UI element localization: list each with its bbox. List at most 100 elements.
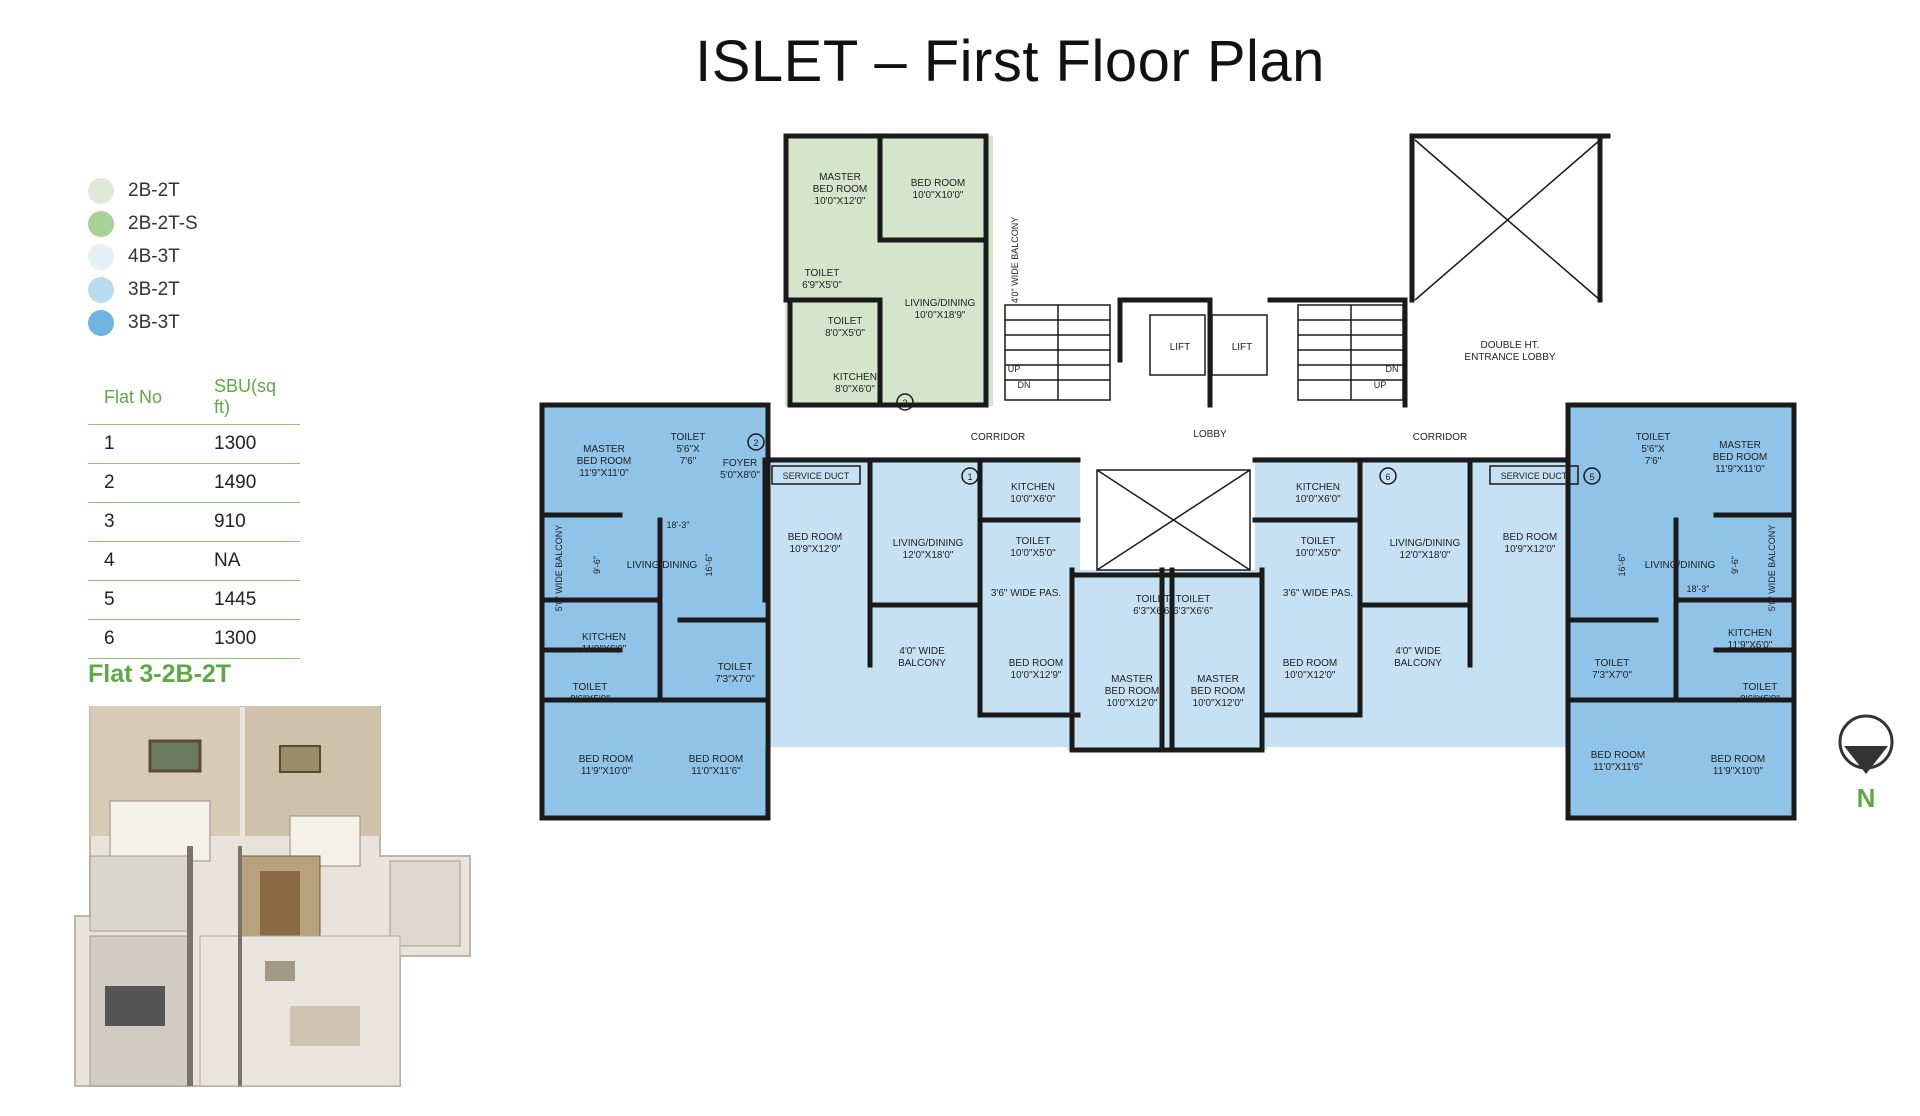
flat-no-cell: 4	[88, 541, 198, 581]
room-label: BED ROOM	[813, 184, 867, 195]
flat-number: 3	[902, 398, 907, 408]
legend-item: 3B-3T	[88, 306, 198, 339]
room-label: 11'9"X10'0"	[581, 766, 632, 777]
entrance-lobby-label-line1: DOUBLE HT.	[1481, 340, 1540, 351]
room-label: BED ROOM	[1711, 754, 1765, 765]
sbu-cell: 1300	[198, 619, 300, 659]
flat-no-cell: 2	[88, 463, 198, 503]
flat-2: 2 MASTER BED ROOM 11'9"X11'0" TOILET 5'6…	[554, 432, 765, 777]
room-label: 10'0"X18'9"	[915, 310, 966, 321]
service-duct-right-label: SERVICE DUCT	[1501, 471, 1568, 481]
flat-number: 1	[967, 472, 972, 482]
room-label: 8'6"X5'0"	[1740, 694, 1780, 705]
lift-1-shaft	[1149, 314, 1206, 376]
room-label: 4'0" WIDE BALCONY	[1010, 217, 1020, 303]
flat-number-badge	[896, 393, 914, 411]
room-label: 7'6"	[680, 456, 697, 467]
lift-1-label: LIFT	[1170, 342, 1191, 353]
legend-swatch-icon	[88, 309, 114, 336]
room-label: TOILET	[671, 432, 706, 443]
corridor-left-label: CORRIDOR	[971, 432, 1025, 443]
room-label: 10'0"X12'0"	[815, 196, 866, 207]
dimension-label: 16'-6"	[704, 554, 714, 577]
flat-number: 6	[1385, 472, 1390, 482]
room-label: MASTER	[583, 444, 625, 455]
service-duct-left	[771, 465, 861, 485]
walls	[539, 133, 1797, 821]
sbu-cell: 910	[198, 502, 300, 542]
corridor-right-label: CORRIDOR	[1413, 432, 1467, 443]
room-label: KITCHEN	[1296, 482, 1340, 493]
room-label: BALCONY	[1394, 658, 1442, 669]
dimension-label: 9'-6"	[1730, 556, 1740, 574]
flat-number-badge	[1379, 467, 1397, 485]
room-label: TOILET	[1595, 658, 1630, 669]
flat-number: 5	[1589, 472, 1594, 482]
room-label: MASTER	[1197, 674, 1239, 685]
service-duct-left-label: SERVICE DUCT	[783, 471, 850, 481]
room-label: 10'0"X12'0"	[1285, 670, 1336, 681]
room-label: MASTER	[1111, 674, 1153, 685]
room-label: 10'0"X12'9"	[1011, 670, 1062, 681]
table-header-row: Flat No SBU(sq ft)	[88, 372, 300, 425]
room-label: 5'6"X	[1641, 444, 1665, 455]
room-label: LIVING/DINING	[905, 298, 976, 309]
room-label: 10'0"X6'0"	[1295, 494, 1341, 505]
page-title: ISLET – First Floor Plan	[695, 29, 1325, 94]
room-label: BED ROOM	[1009, 658, 1063, 669]
room-label: BED ROOM	[1105, 686, 1159, 697]
room-label: 10'0"X5'0"	[1295, 548, 1341, 559]
room-label: 11'0"X11'6"	[691, 766, 741, 777]
legend-label: 2B-2T	[128, 179, 180, 201]
room-label: 11'9"X11'0"	[579, 468, 629, 479]
room-label: MASTER	[819, 172, 861, 183]
room-label: TOILET	[1176, 594, 1211, 605]
legend-label: 3B-2T	[128, 278, 180, 300]
flat-no-cell: 5	[88, 580, 198, 620]
sbu-cell: 1445	[198, 580, 300, 620]
room-label: 5'6"X	[676, 444, 700, 455]
room-label: 10'0"X12'0"	[1107, 698, 1158, 709]
sbu-cell: 1490	[198, 463, 300, 503]
flat-1-area	[765, 457, 1080, 747]
room-label: LIVING/DINING	[893, 538, 964, 549]
room-label: 8'0"X5'0"	[825, 328, 865, 339]
flat-no-cell: 1	[88, 424, 198, 464]
room-label: BED ROOM	[689, 754, 743, 765]
legend-swatch-icon	[88, 243, 114, 270]
flat-1: 1 BED ROOM 10'9"X12'0" LIVING/DINING 12'…	[788, 467, 1173, 709]
legend-swatch-icon	[88, 210, 114, 237]
room-label: 11'9"X11'0"	[1715, 464, 1765, 475]
legend-swatch-icon	[88, 177, 114, 204]
first-floor-plan: CORRIDOR LOBBY CORRIDOR LIFT LIFT DOUBLE…	[539, 133, 1797, 821]
dimension-label: 18'-3"	[667, 520, 690, 530]
room-label: 3'6" WIDE PAS.	[1283, 588, 1353, 599]
left-staircase	[1004, 304, 1111, 401]
room-label: KITCHEN	[1011, 482, 1055, 493]
room-label: 11'9"X6'0"	[582, 644, 627, 655]
north-arrow-icon: N	[1838, 714, 1894, 812]
room-label: 10'0"X5'0"	[1010, 548, 1056, 559]
north-label: N	[1857, 783, 1876, 812]
room-label: TOILET	[1301, 536, 1336, 547]
room-label: TOILET	[718, 662, 753, 673]
room-label: KITCHEN	[582, 632, 626, 643]
room-label: 7'3"X7'0"	[715, 674, 755, 685]
room-label: TOILET	[1636, 432, 1671, 443]
room-label: LIVING/DINING	[1645, 560, 1716, 571]
flat-number-badge	[1583, 467, 1601, 485]
room-label: 12'0"X18'0"	[1400, 550, 1451, 561]
room-label: 6'3"X6'6"	[1133, 606, 1173, 617]
room-label: FOYER	[723, 458, 757, 469]
room-label: 10'9"X12'0"	[1505, 544, 1556, 555]
entrance-lobby-label-line2: ENTRANCE LOBBY	[1464, 352, 1555, 363]
room-label: 8'0"X6'0"	[835, 384, 875, 395]
room-label: 11'0"X11'6"	[1593, 762, 1643, 773]
flat-3d-title: Flat 3-2B-2T	[88, 660, 232, 688]
legend-item: 4B-3T	[88, 240, 198, 273]
room-label: TOILET	[1016, 536, 1051, 547]
legend-label: 4B-3T	[128, 245, 180, 267]
